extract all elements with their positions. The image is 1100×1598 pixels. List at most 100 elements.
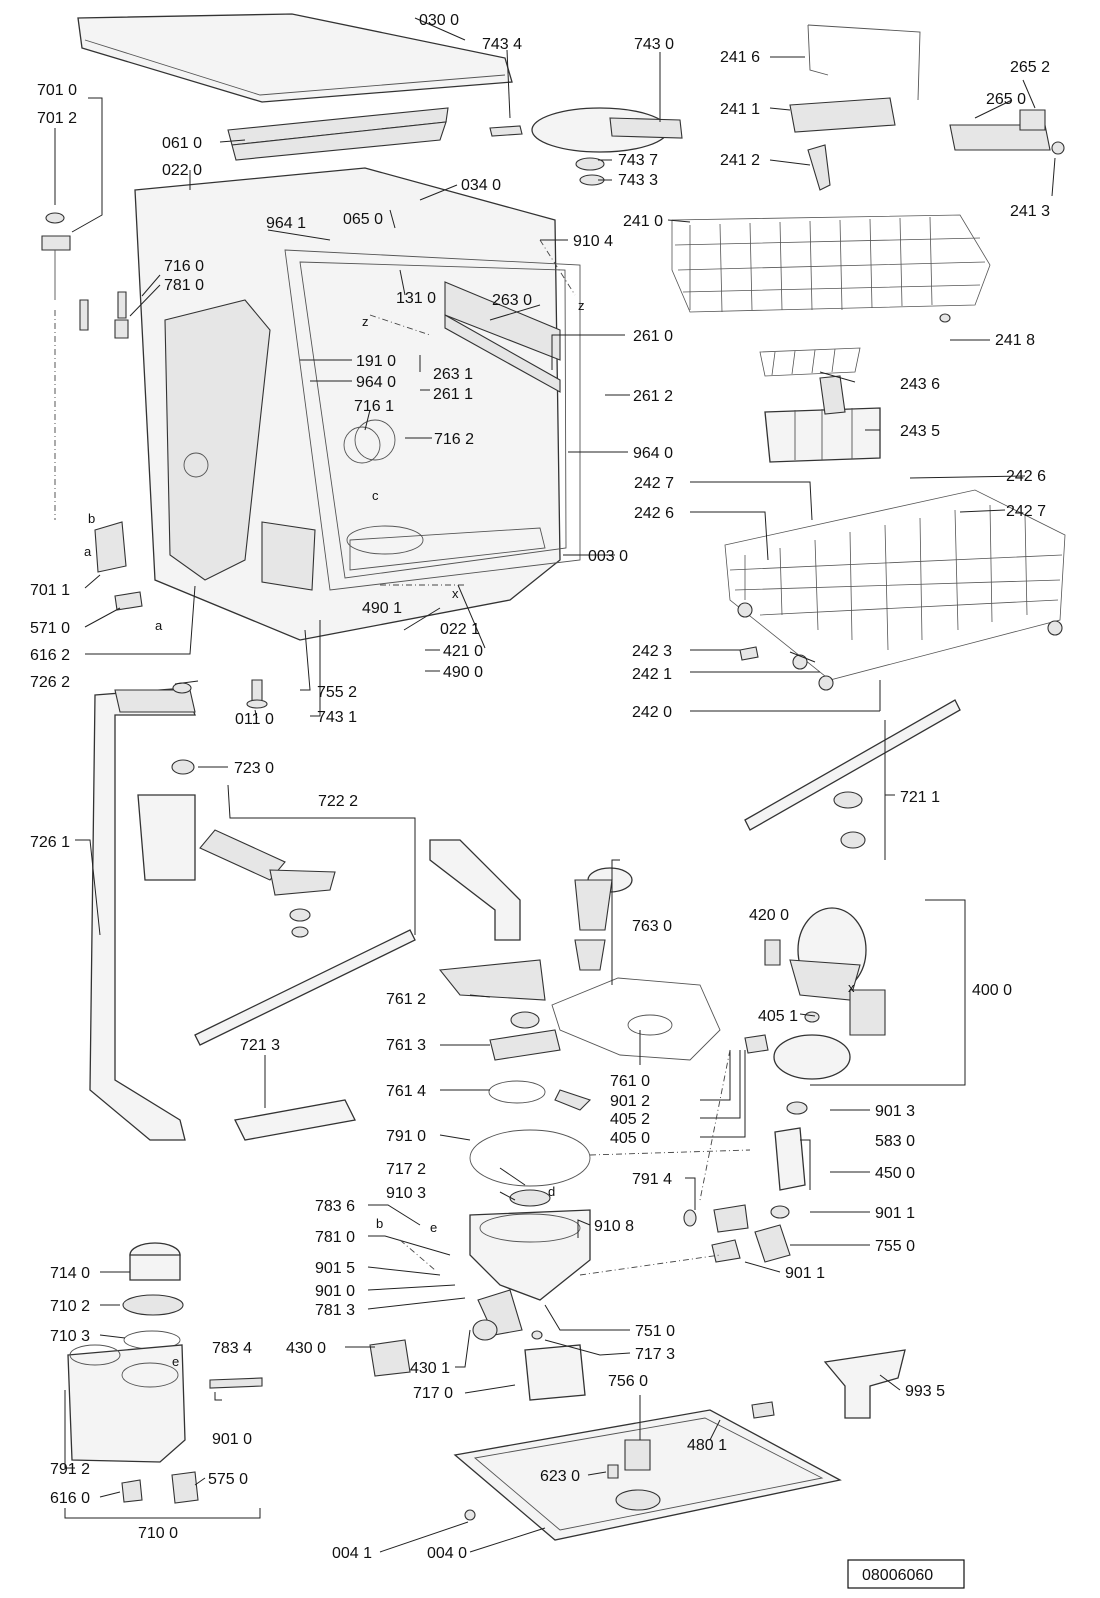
part-label: 265 0 — [986, 91, 1026, 108]
part-label: 901 1 — [785, 1265, 825, 1282]
lower-rack-part — [724, 489, 1066, 691]
marker-letter: z — [578, 298, 585, 313]
part-label: 011 0 — [235, 711, 274, 728]
part-label: 701 2 — [37, 110, 77, 127]
part-label: 261 2 — [633, 388, 673, 405]
marker-letter: e — [172, 1354, 179, 1369]
part-label: 901 2 — [610, 1093, 650, 1110]
part-label: 783 4 — [212, 1340, 252, 1357]
marker-letter: c — [372, 488, 379, 503]
part-label: 755 2 — [317, 684, 357, 701]
part-label: 421 0 — [443, 643, 483, 660]
part-label: 791 4 — [632, 1171, 672, 1188]
part-label: 004 1 — [332, 1545, 372, 1562]
part-label: 241 6 — [720, 49, 760, 66]
part-label: 993 5 — [905, 1383, 945, 1400]
roof-tray-part — [489, 107, 683, 186]
part-label: 022 1 — [440, 621, 480, 638]
part-label: 030 0 — [419, 12, 459, 29]
insulation-strip-part — [227, 107, 449, 161]
sump-parts — [369, 839, 721, 1401]
part-label: 430 1 — [410, 1360, 450, 1377]
part-label: 623 0 — [540, 1468, 580, 1485]
part-label: 743 4 — [482, 36, 522, 53]
part-label: 242 3 — [632, 643, 672, 660]
marker-letter: b — [376, 1216, 383, 1231]
part-labels: 030 0 743 4 743 0 241 6 265 2 265 0 701 … — [30, 12, 1050, 1562]
part-label: 061 0 — [162, 135, 202, 152]
spray-arm-parts — [137, 699, 961, 1141]
part-label: 241 1 — [720, 101, 760, 118]
part-label: 243 5 — [900, 423, 940, 440]
part-label: 242 0 — [632, 704, 672, 721]
part-label: 022 0 — [162, 162, 202, 179]
part-label: 781 3 — [315, 1302, 355, 1319]
marker-letter: x — [848, 980, 855, 995]
part-label: 901 1 — [875, 1205, 915, 1222]
marker-letter: x — [452, 586, 459, 601]
part-label: 242 6 — [1006, 468, 1046, 485]
part-label: 743 1 — [317, 709, 357, 726]
part-label: 034 0 — [461, 177, 501, 194]
drawing-number: 08006060 — [862, 1567, 933, 1584]
part-label: 400 0 — [972, 982, 1012, 999]
part-label: 722 2 — [318, 793, 358, 810]
part-label: 004 0 — [427, 1545, 467, 1562]
part-label: 420 0 — [749, 907, 789, 924]
float-switch-parts — [41, 212, 143, 611]
part-label: 710 3 — [50, 1328, 90, 1345]
part-label: 964 0 — [356, 374, 396, 391]
part-label: 743 7 — [618, 152, 658, 169]
motor-pump-parts — [683, 907, 886, 1263]
part-label: 405 0 — [610, 1130, 650, 1147]
cutlery-basket-parts — [759, 347, 881, 463]
part-label: 242 1 — [632, 666, 672, 683]
part-label: 721 1 — [900, 789, 940, 806]
part-label: 405 1 — [758, 1008, 798, 1025]
part-label: 743 0 — [634, 36, 674, 53]
part-label: 701 0 — [37, 82, 77, 99]
part-label: 701 1 — [30, 582, 70, 599]
part-label: 717 2 — [386, 1161, 426, 1178]
part-label: 261 1 — [433, 386, 473, 403]
part-label: 755 0 — [875, 1238, 915, 1255]
part-label: 761 4 — [386, 1083, 426, 1100]
part-label: 405 2 — [610, 1111, 650, 1128]
part-label: 761 2 — [386, 991, 426, 1008]
part-label: 781 0 — [315, 1229, 355, 1246]
part-label: 781 0 — [164, 277, 204, 294]
part-label: 721 3 — [240, 1037, 280, 1054]
part-label: 717 3 — [635, 1346, 675, 1363]
part-label: 490 1 — [362, 600, 402, 617]
marker-letter: b — [88, 511, 95, 526]
marker-letter: a — [155, 618, 163, 633]
part-label: 241 0 — [623, 213, 663, 230]
part-label: 726 1 — [30, 834, 70, 851]
upper-rack-parts — [671, 24, 1065, 323]
part-label: 263 1 — [433, 366, 473, 383]
part-label: 743 3 — [618, 172, 658, 189]
part-label: 761 0 — [610, 1073, 650, 1090]
worktop-part — [77, 13, 513, 103]
part-label: 901 0 — [315, 1283, 355, 1300]
part-label: 430 0 — [286, 1340, 326, 1357]
part-label: 751 0 — [635, 1323, 675, 1340]
part-label: 716 0 — [164, 258, 204, 275]
part-label: 901 5 — [315, 1260, 355, 1277]
part-label: 910 4 — [573, 233, 613, 250]
part-label: 575 0 — [208, 1471, 248, 1488]
part-label: 571 0 — [30, 620, 70, 637]
part-label: 716 1 — [354, 398, 394, 415]
part-label: 964 0 — [633, 445, 673, 462]
part-label: 717 0 — [413, 1385, 453, 1402]
softener-parts — [67, 1242, 263, 1504]
leader-lines — [54, 17, 1056, 1553]
part-label: 714 0 — [50, 1265, 90, 1282]
part-label: 191 0 — [356, 353, 396, 370]
cabinet-tub-part — [134, 167, 581, 641]
part-label: 756 0 — [608, 1373, 648, 1390]
part-label: 910 8 — [594, 1218, 634, 1235]
part-label: 241 8 — [995, 332, 1035, 349]
part-label: 263 0 — [492, 292, 532, 309]
